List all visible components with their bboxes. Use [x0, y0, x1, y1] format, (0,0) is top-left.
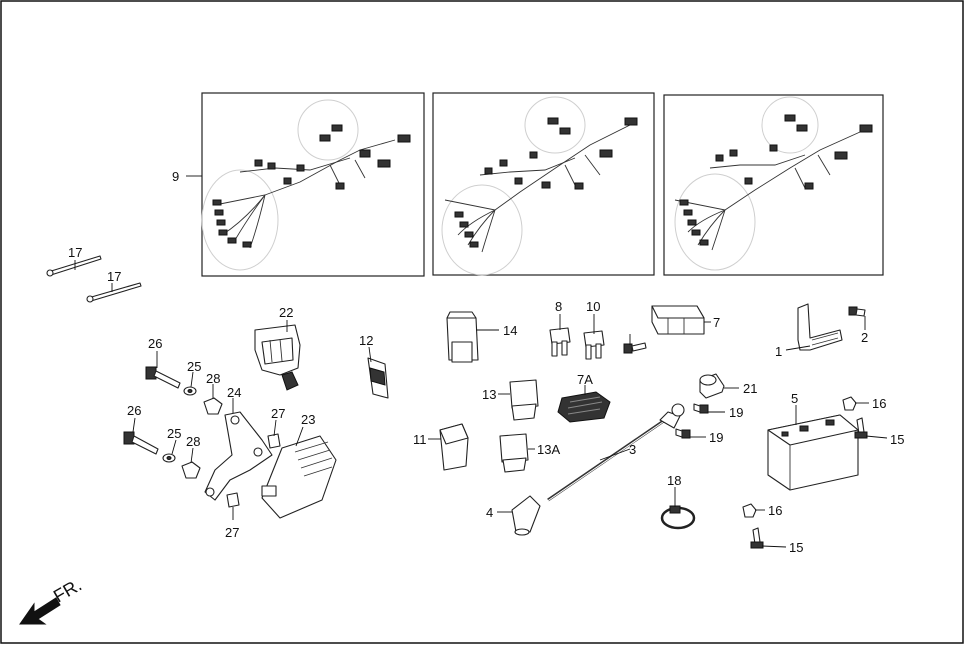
callout-2: 2 [861, 330, 868, 345]
callout-25-upper: 25 [187, 359, 201, 374]
bolt-15-upper [854, 417, 868, 439]
nut-28-lower [181, 461, 201, 479]
callout-17-lower: 17 [107, 269, 121, 284]
callout-26-upper: 26 [148, 336, 162, 351]
cable-tie-upper [46, 255, 102, 277]
nut-16-lower [742, 503, 757, 518]
callout-16-lower: 16 [768, 503, 782, 518]
cable-tie-lower [86, 282, 142, 303]
nut-28-upper [203, 397, 223, 415]
callout-21: 21 [743, 381, 757, 396]
relay-13A [499, 433, 529, 473]
callout-3: 3 [629, 442, 636, 457]
leader-lines [74, 175, 888, 548]
callout-18: 18 [667, 473, 681, 488]
callout-27-lower: 27 [225, 525, 239, 540]
callout-13A: 13A [537, 442, 560, 457]
fuse-box-7A [557, 391, 611, 423]
callout-26-lower: 26 [127, 403, 141, 418]
nut-27-lower [226, 492, 240, 508]
callout-19-upper: 19 [729, 405, 743, 420]
relay-13 [509, 379, 539, 421]
callout-1: 1 [775, 344, 782, 359]
callout-14: 14 [503, 323, 517, 338]
callout-4: 4 [486, 505, 493, 520]
callout-15-upper: 15 [890, 432, 904, 447]
callout-8: 8 [555, 299, 562, 314]
battery-bracket-1 [797, 303, 843, 351]
callout-24: 24 [227, 385, 241, 400]
callout-7A: 7A [577, 372, 593, 387]
battery-5 [767, 414, 859, 491]
bolt-2 [848, 306, 866, 317]
nut-16-upper [842, 396, 857, 411]
washer-25-upper [183, 386, 197, 396]
front-direction-arrow [19, 597, 61, 625]
callout-7: 7 [713, 315, 720, 330]
plug-boot-4 [511, 495, 541, 536]
callout-28-upper: 28 [206, 371, 220, 386]
hose-clamp-18 [660, 505, 696, 530]
callout-16-upper: 16 [872, 396, 886, 411]
harness-panel-1 [201, 92, 425, 277]
bolt-26-lower [123, 431, 159, 455]
connector-22 [254, 324, 301, 391]
callout-19-lower: 19 [709, 430, 723, 445]
bolt-20 [623, 342, 647, 354]
callout-12: 12 [359, 333, 373, 348]
callout-13: 13 [482, 387, 496, 402]
callout-25-lower: 25 [167, 426, 181, 441]
callout-15-lower: 15 [789, 540, 803, 555]
callout-27-upper: 27 [271, 406, 285, 421]
callout-11: 11 [413, 432, 427, 447]
washer-25-lower [162, 453, 176, 463]
harness-panel-2 [432, 92, 655, 276]
screw-19-lower [675, 428, 691, 439]
fuse-box-7 [651, 305, 705, 335]
screw-19-upper [693, 403, 709, 414]
cable-3 [545, 403, 685, 503]
fuse-8 [549, 327, 571, 357]
flasher-11 [439, 423, 469, 471]
bolt-15-lower [750, 527, 764, 549]
nut-27-upper [267, 433, 281, 449]
callout-10: 10 [586, 299, 600, 314]
fuse-holder-12 [367, 357, 389, 399]
mount-plate-24 [204, 411, 273, 501]
cap-21 [699, 373, 725, 399]
callout-labels: 9 17 17 22 12 14 8 10 7 1 2 26 25 28 24 … [68, 169, 904, 555]
regulator-23 [261, 435, 337, 519]
relay-14 [446, 311, 479, 363]
harness-panel-3 [663, 94, 884, 276]
fuse-10 [583, 330, 605, 360]
callout-17-upper: 17 [68, 245, 82, 260]
callout-23: 23 [301, 412, 315, 427]
callout-9: 9 [172, 169, 179, 184]
callout-22: 22 [279, 305, 293, 320]
bolt-26-upper [145, 366, 181, 389]
callout-28-lower: 28 [186, 434, 200, 449]
callout-5: 5 [791, 391, 798, 406]
